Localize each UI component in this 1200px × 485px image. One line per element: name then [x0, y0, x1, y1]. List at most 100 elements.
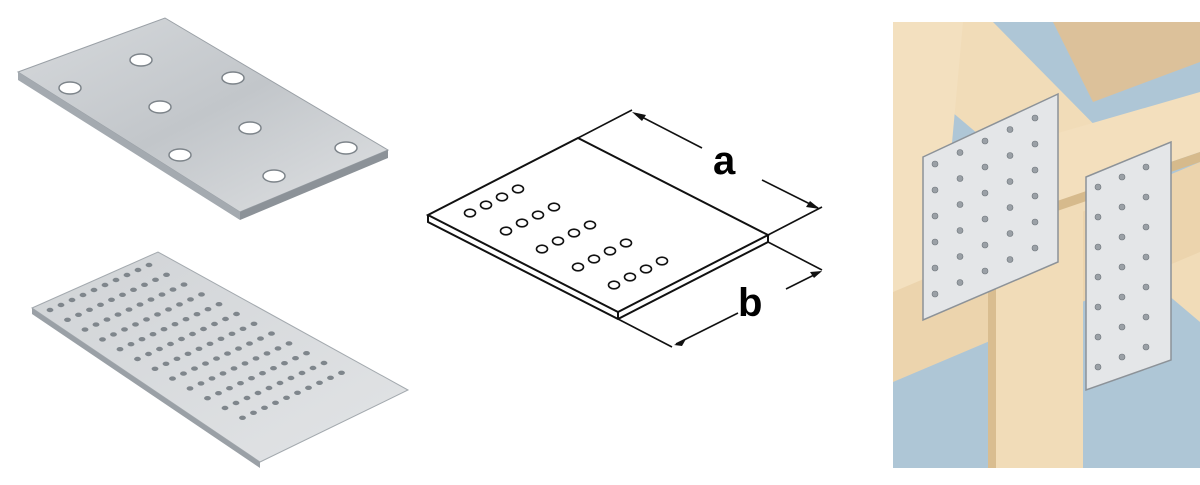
hole — [603, 246, 617, 256]
arrow-b-end — [674, 339, 686, 346]
hole — [224, 351, 231, 356]
hole — [1031, 140, 1039, 148]
hole — [261, 405, 268, 410]
nail-plate-large-holes-photo — [16, 17, 390, 220]
hole — [176, 302, 183, 307]
hole — [623, 272, 637, 282]
hole — [160, 327, 168, 332]
hole — [547, 202, 561, 212]
hole — [931, 290, 939, 298]
hole — [265, 385, 273, 391]
perforation-holes — [46, 262, 345, 420]
hole — [981, 163, 989, 171]
hole — [587, 254, 601, 264]
hole — [511, 184, 525, 194]
hole — [338, 370, 345, 375]
hole — [211, 321, 218, 327]
hole — [147, 297, 155, 302]
hole — [1006, 126, 1014, 133]
hole — [68, 297, 76, 303]
hole — [197, 381, 205, 386]
hole — [571, 262, 585, 272]
hole — [259, 371, 266, 376]
hole — [1142, 283, 1150, 291]
arrow-a-end — [806, 201, 820, 209]
hole — [136, 302, 144, 307]
hole — [1118, 173, 1126, 181]
hole — [515, 218, 529, 228]
hole — [239, 415, 246, 420]
hole — [134, 356, 141, 362]
hole — [110, 332, 117, 337]
hole — [250, 321, 258, 326]
hole — [90, 287, 98, 293]
hole — [1094, 333, 1102, 341]
hole — [92, 322, 100, 327]
hole — [276, 380, 284, 386]
hole — [531, 210, 545, 220]
hole — [1006, 152, 1014, 159]
hole — [316, 380, 323, 385]
hole — [156, 346, 163, 352]
hole — [257, 336, 264, 341]
hole — [99, 337, 106, 342]
hole — [956, 253, 964, 260]
hole — [248, 376, 255, 381]
hole — [235, 346, 242, 351]
hole — [151, 366, 159, 371]
hole — [285, 341, 293, 346]
hole — [215, 302, 223, 307]
hole — [931, 186, 939, 194]
hole — [127, 342, 135, 347]
hole — [1118, 203, 1126, 211]
hole — [180, 371, 187, 376]
hole — [1031, 166, 1039, 174]
hole — [535, 244, 549, 254]
hole — [243, 395, 251, 401]
hole — [204, 396, 211, 401]
hole — [97, 302, 104, 307]
hole — [1118, 233, 1126, 241]
hole — [163, 272, 170, 277]
hole — [1094, 303, 1102, 311]
hole — [287, 375, 295, 381]
hole — [327, 375, 334, 380]
hole — [1142, 223, 1150, 231]
hole — [283, 395, 290, 400]
hole — [206, 341, 214, 346]
hole — [217, 336, 225, 341]
hole — [1142, 253, 1150, 261]
hole — [981, 137, 989, 145]
dimension-b-label: b — [738, 281, 762, 325]
hole — [213, 356, 220, 361]
hole — [123, 272, 131, 278]
hole — [132, 322, 139, 327]
hole — [1006, 230, 1014, 237]
hole — [103, 317, 111, 322]
hole — [1094, 273, 1102, 281]
hole — [86, 307, 93, 312]
hole — [268, 331, 275, 336]
hole — [1094, 243, 1102, 251]
hole — [254, 390, 262, 396]
hole — [1031, 244, 1039, 252]
hole — [145, 262, 153, 268]
hole — [463, 208, 477, 218]
hole — [101, 282, 109, 288]
hole — [1094, 363, 1102, 371]
hole — [551, 236, 565, 246]
hole — [215, 391, 222, 396]
hole — [81, 327, 89, 332]
hole — [981, 241, 989, 249]
hole — [186, 386, 194, 391]
hole — [178, 336, 185, 342]
hole — [1031, 114, 1039, 122]
hole — [184, 351, 192, 356]
hole — [303, 351, 310, 356]
hole — [221, 405, 229, 411]
hole — [226, 386, 233, 391]
hole — [305, 385, 312, 390]
hole — [46, 307, 54, 313]
hole — [292, 356, 299, 361]
installed-nail-plate-2 — [1085, 140, 1172, 392]
